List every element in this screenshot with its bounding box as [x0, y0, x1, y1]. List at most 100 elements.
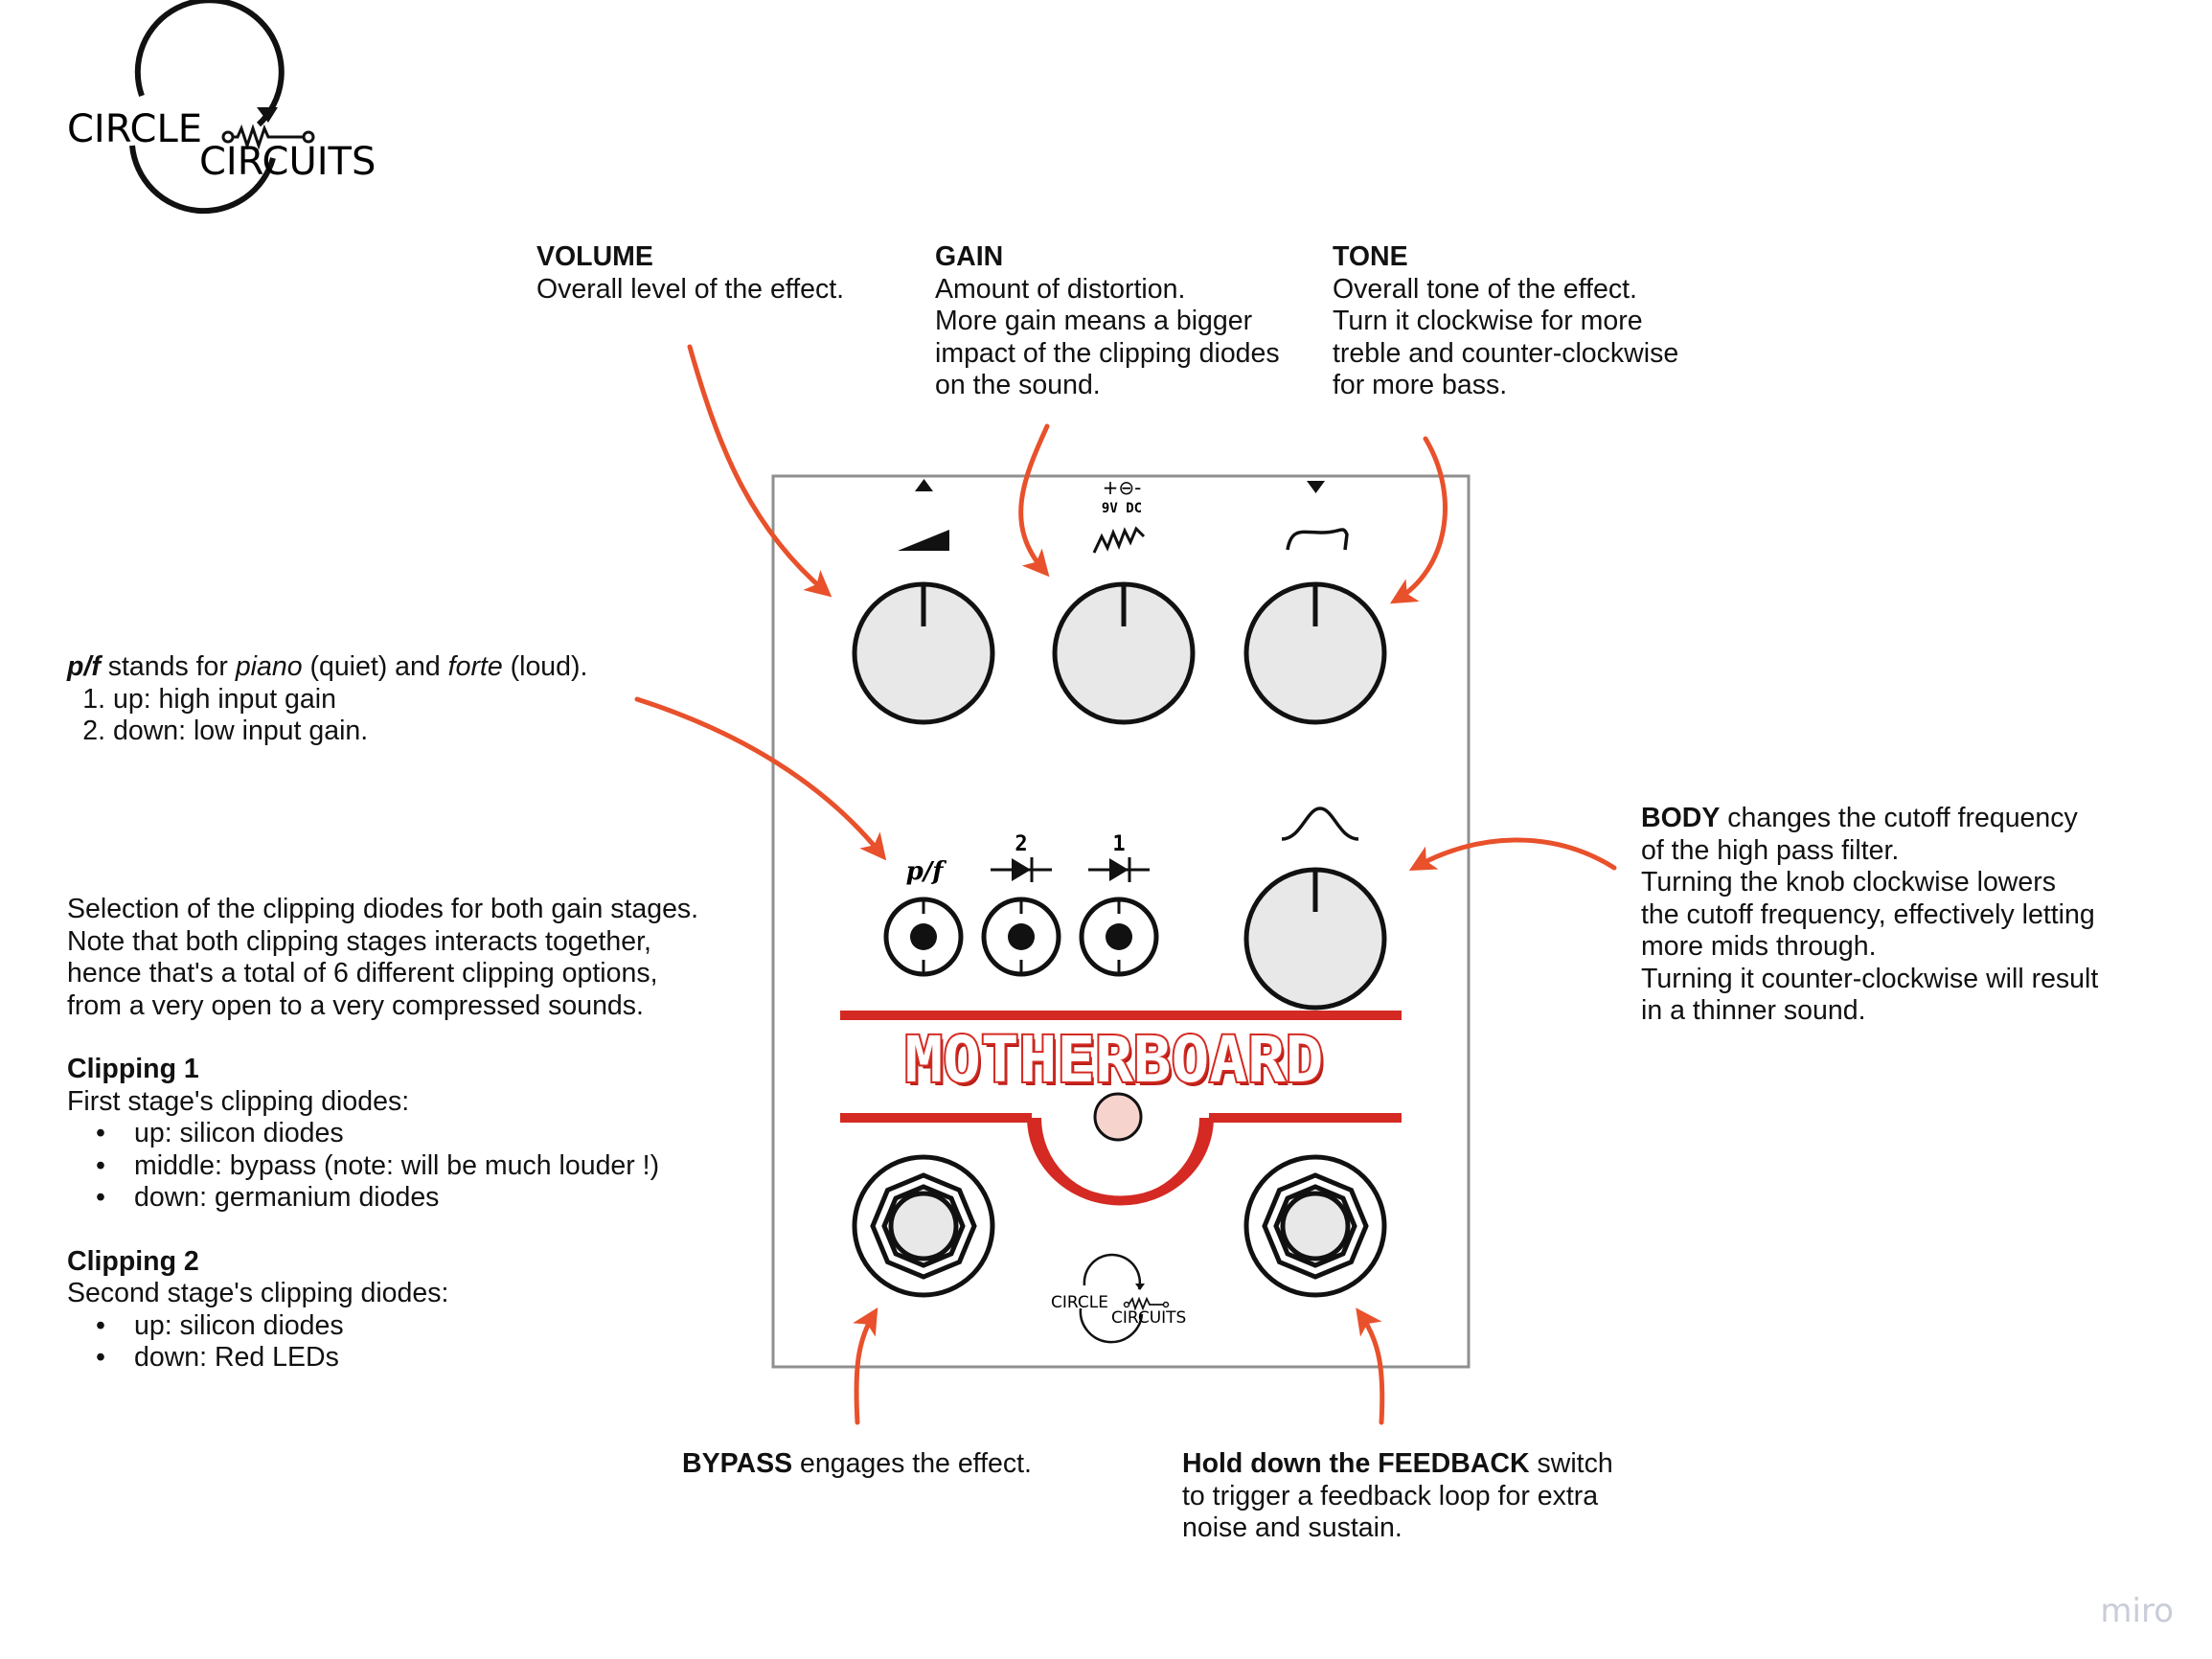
gain-line: on the sound.: [935, 370, 1101, 400]
gain-annotation: GAIN Amount of distortion. More gain mea…: [935, 241, 1280, 402]
body-arrow: [1408, 837, 1617, 872]
pf-description: p/f stands for piano (quiet) and forte (…: [67, 651, 587, 684]
pf-piano-note: (quiet) and: [309, 651, 441, 682]
clipping1-toggle-switch[interactable]: [1079, 897, 1159, 977]
diode-icon: [1088, 857, 1150, 882]
tone-line: Turn it clockwise for more: [1333, 306, 1643, 336]
volume-ramp-icon: [898, 530, 949, 551]
list-item: •down: Red LEDs: [96, 1342, 339, 1373]
tone-line: treble and counter-clockwise: [1333, 337, 1679, 369]
pf-forte-note: (loud).: [510, 651, 588, 682]
body-first-line: changes the cutoff frequency: [1727, 803, 2078, 833]
selection-line: hence that's a total of 6 different clip…: [67, 958, 658, 989]
bypass-arrow: [853, 1307, 878, 1425]
gain-knob[interactable]: [1052, 581, 1196, 725]
body-line: in a thinner sound.: [1641, 995, 1866, 1026]
body-term: BODY: [1641, 803, 1721, 833]
gain-line: More gain means a bigger: [935, 306, 1253, 336]
body-line: of the high pass filter.: [1641, 834, 1900, 866]
gain-zigzag-icon: [1092, 526, 1146, 554]
pf-arrow: [634, 696, 887, 861]
power-label: 9V DC: [1102, 501, 1142, 516]
list-item: •up: silicon diodes: [96, 1118, 344, 1148]
power-jack: +⊖- 9V DC: [1102, 476, 1142, 516]
clip2-switch-label: 2: [1015, 832, 1027, 856]
feedback-arrow: [1356, 1307, 1385, 1425]
clipping2-title: Clipping 2: [67, 1245, 199, 1277]
clip1-switch-label: 1: [1112, 832, 1125, 856]
feedback-line: noise and sustain.: [1182, 1512, 1402, 1543]
brand-logo: CIRCLE CIRCUITS: [67, 0, 376, 215]
bypass-footswitch[interactable]: [852, 1154, 995, 1298]
tone-arrow: [1389, 436, 1448, 604]
pedal-name: MOTHERBOARD: [904, 1023, 1323, 1097]
pf-annotation: p/f stands for piano (quiet) and forte (…: [67, 651, 587, 748]
list-item: •down: germanium diodes: [96, 1182, 440, 1213]
tone-line: Overall tone of the effect.: [1333, 273, 1637, 305]
clipping2-toggle-switch[interactable]: [981, 897, 1061, 977]
volume-line: Overall level of the effect.: [536, 273, 845, 305]
logo-arrow-icon: [257, 107, 278, 123]
power-polarity-icon: +⊖-: [1103, 476, 1142, 499]
list-item: •up: silicon diodes: [96, 1309, 344, 1341]
body-bandpass-icon: [1281, 807, 1359, 841]
feedback-footswitch[interactable]: [1243, 1154, 1387, 1298]
pf-switch-label: p/f: [906, 857, 947, 886]
body-line: the cutoff frequency, effectively lettin…: [1641, 898, 2095, 930]
pf-piano: piano: [235, 651, 303, 682]
pedal-panel: +⊖- 9V DC p/f 2 1: [771, 474, 1471, 1369]
gain-line: Amount of distortion.: [935, 273, 1186, 305]
clipping-annotation: Selection of the clipping diodes for bot…: [67, 894, 698, 1375]
tone-title: TONE: [1333, 241, 1408, 272]
logo-line1: CIRCLE: [67, 107, 202, 151]
selection-line: Selection of the clipping diodes for bot…: [67, 894, 699, 924]
pedal-brand-logo: CIRCLE CIRCUITS: [1051, 1253, 1186, 1344]
list-item: 1.up: high input gain: [82, 683, 336, 715]
resistor-icon: [221, 124, 315, 150]
volume-arrow: [687, 344, 832, 598]
tone-curve-icon: [1286, 528, 1349, 551]
triangle-up-icon: [915, 479, 933, 491]
logo-line2: CIRCUITS: [199, 140, 376, 184]
feedback-annotation: Hold down the FEEDBACK switch to trigger…: [1182, 1448, 1613, 1545]
selection-line: Note that both clipping stages interacts…: [67, 925, 651, 957]
feedback-term: Hold down the FEEDBACK: [1182, 1448, 1530, 1479]
tone-knob[interactable]: [1243, 581, 1387, 725]
gain-arrow: [1018, 423, 1050, 578]
status-led: [1093, 1092, 1143, 1142]
gain-title: GAIN: [935, 241, 1004, 272]
clipping1-subtitle: First stage's clipping diodes:: [67, 1085, 410, 1117]
pedal-logo-line1: CIRCLE: [1051, 1293, 1108, 1312]
bypass-term: BYPASS: [682, 1448, 793, 1479]
volume-annotation: VOLUME Overall level of the effect.: [536, 241, 844, 306]
bypass-annotation: BYPASS engages the effect.: [682, 1448, 1032, 1481]
volume-title: VOLUME: [536, 241, 653, 272]
triangle-down-icon: [1307, 481, 1325, 493]
pedal-name-banner: MOTHERBOARD MOTHERBOARD: [840, 1011, 1402, 1206]
clipping1-title: Clipping 1: [67, 1054, 199, 1084]
pf-term: p/f: [67, 651, 101, 682]
body-knob[interactable]: [1243, 867, 1387, 1011]
pf-toggle-switch[interactable]: [883, 897, 964, 977]
feedback-line: to trigger a feedback loop for extra: [1182, 1480, 1599, 1511]
body-line: more mids through.: [1641, 931, 1877, 962]
feedback-first-line: switch: [1537, 1448, 1613, 1479]
diode-icon: [991, 857, 1052, 882]
selection-line: from a very open to a very compressed so…: [67, 989, 644, 1021]
tone-line: for more bass.: [1333, 370, 1508, 400]
pf-forte: forte: [447, 651, 503, 682]
body-line: Turning it counter-clockwise will result: [1641, 963, 2099, 994]
volume-knob[interactable]: [852, 581, 995, 725]
pf-stands-for: stands for: [107, 651, 228, 682]
pedal-name-shadow: MOTHERBOARD: [907, 1027, 1326, 1101]
gain-line: impact of the clipping diodes: [935, 337, 1280, 369]
list-item: 2.down: low input gain.: [82, 716, 369, 746]
body-annotation: BODY changes the cutoff frequency of the…: [1641, 803, 2098, 1028]
clipping2-subtitle: Second stage's clipping diodes:: [67, 1278, 449, 1308]
tone-annotation: TONE Overall tone of the effect. Turn it…: [1333, 241, 1678, 402]
body-line: Turning the knob clockwise lowers: [1641, 867, 2056, 898]
pedal-logo-line2: CIRCUITS: [1111, 1308, 1186, 1328]
list-item: •middle: bypass (note: will be much loud…: [96, 1149, 660, 1181]
bypass-text: engages the effect.: [800, 1448, 1032, 1479]
